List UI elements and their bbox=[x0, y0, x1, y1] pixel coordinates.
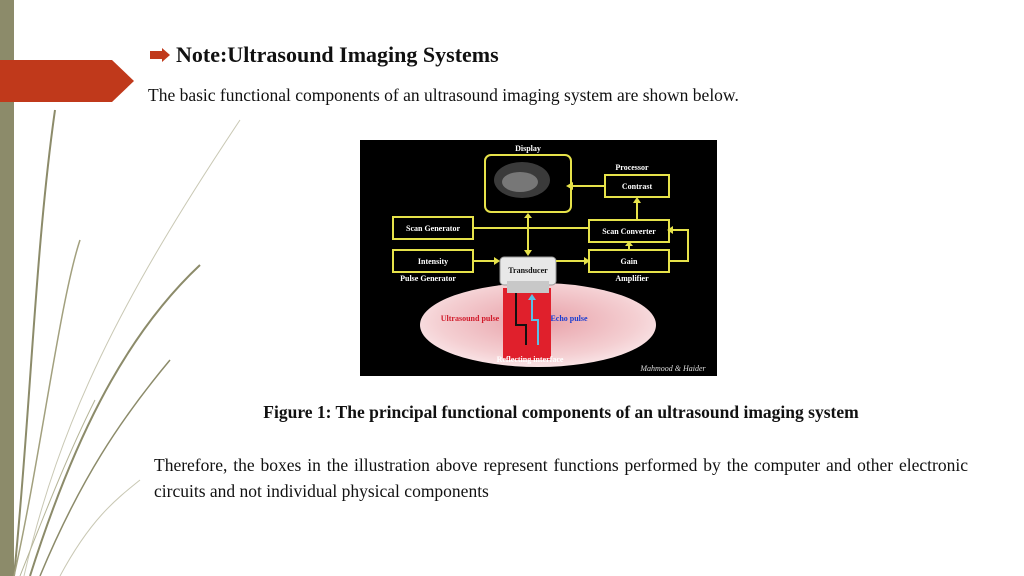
arrow-bullet-icon bbox=[150, 48, 170, 62]
slide-subtitle: The basic functional components of an ul… bbox=[148, 85, 739, 105]
label-gain: Gain bbox=[621, 257, 638, 266]
accent-arrow-shape bbox=[0, 60, 134, 102]
label-intensity: Intensity bbox=[418, 257, 448, 266]
label-transducer: Transducer bbox=[508, 266, 548, 275]
figure-caption: Figure 1: The principal functional compo… bbox=[263, 402, 859, 422]
body-paragraph: Therefore, the boxes in the illustration… bbox=[154, 455, 968, 501]
label-scan-generator: Scan Generator bbox=[406, 224, 460, 233]
label-pulse-generator: Pulse Generator bbox=[400, 274, 456, 283]
label-amplifier: Amplifier bbox=[615, 274, 649, 283]
title-row: Note:Ultrasound Imaging Systems bbox=[150, 42, 499, 68]
ultrasound-diagram: Display Processor Contrast Scan Generato… bbox=[360, 140, 717, 376]
label-ultrasound-pulse: Ultrasound pulse bbox=[441, 314, 500, 323]
decorative-lines bbox=[13, 109, 241, 576]
label-scan-converter: Scan Converter bbox=[602, 227, 656, 236]
label-display: Display bbox=[515, 144, 541, 153]
label-processor: Processor bbox=[615, 163, 649, 172]
label-echo-pulse: Echo pulse bbox=[550, 314, 588, 323]
signature: Mahmood & Haider bbox=[639, 364, 706, 373]
label-contrast: Contrast bbox=[622, 182, 653, 191]
slide-title: Note:Ultrasound Imaging Systems bbox=[176, 42, 499, 67]
left-side-strip bbox=[0, 0, 14, 576]
label-reflecting-interface: Reflecting interface bbox=[497, 355, 564, 364]
